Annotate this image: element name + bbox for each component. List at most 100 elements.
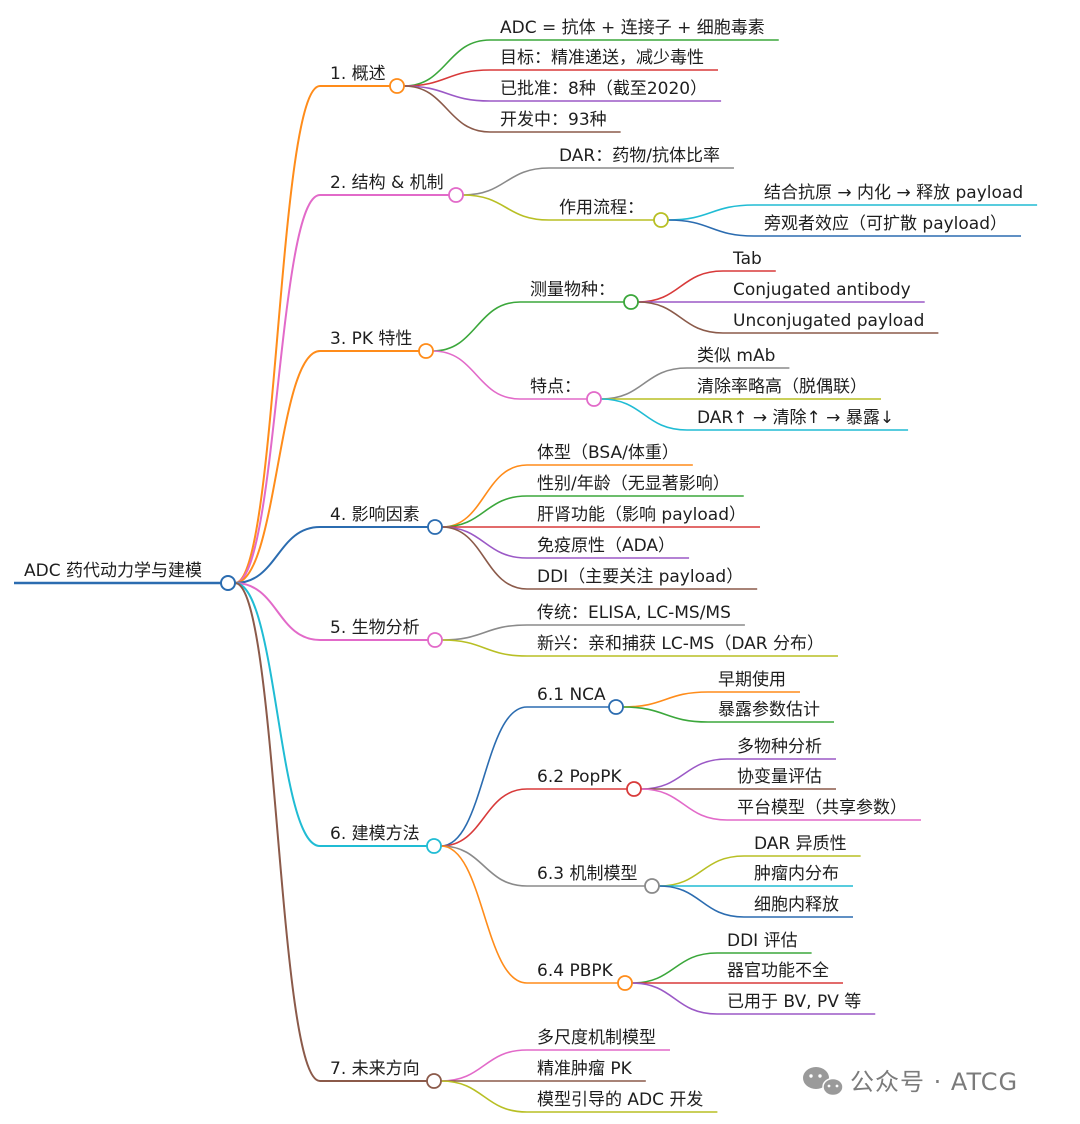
branch-link <box>432 301 521 352</box>
leaf-label: 新兴：亲和捕获 LC-MS（DAR 分布） <box>537 634 824 654</box>
collapse-toggle-icon[interactable] <box>626 781 642 797</box>
leaf-label: 平台模型（共享参数） <box>737 798 907 818</box>
wechat-icon <box>803 1067 844 1097</box>
leaf-label: 测量物种： <box>530 280 615 300</box>
leaf-label: 精准肿瘤 PK <box>537 1059 633 1079</box>
branch-link <box>441 526 528 559</box>
leaf-label: 多尺度机制模型 <box>537 1028 656 1048</box>
collapse-toggle-icon[interactable] <box>427 632 443 648</box>
branch-link <box>441 639 528 657</box>
collapse-toggle-icon[interactable] <box>220 575 236 591</box>
branch-link <box>637 301 724 334</box>
collapse-toggle-icon[interactable] <box>389 78 405 94</box>
branch-link <box>234 85 321 584</box>
branch-link <box>440 706 528 847</box>
branch-link <box>441 624 528 641</box>
branch-link <box>440 788 528 847</box>
root-label: ADC 药代动力学与建模 <box>24 561 202 581</box>
collapse-toggle-icon[interactable] <box>418 343 434 359</box>
leaf-label: DDI 评估 <box>727 931 798 951</box>
leaf-label: DAR：药物/抗体比率 <box>559 146 720 166</box>
collapse-toggle-icon[interactable] <box>644 878 660 894</box>
branch-link <box>637 270 724 303</box>
branch-link <box>631 952 718 984</box>
leaf-label: 类似 mAb <box>697 346 775 366</box>
branch-link <box>640 758 728 790</box>
branch-link <box>640 788 728 821</box>
leaf-label: Conjugated antibody <box>733 280 911 300</box>
leaf-label: Unconjugated payload <box>733 311 924 331</box>
leaf-label: ADC = 抗体 + 连接子 + 细胞毒素 <box>500 18 765 38</box>
branch-label: 2. 结构 & 机制 <box>330 173 444 193</box>
branch-link <box>234 582 321 847</box>
branch-link <box>667 219 755 237</box>
leaf-label: 协变量评估 <box>737 767 822 787</box>
branch-link <box>600 367 688 400</box>
branch-label: 6. 建模方法 <box>330 824 420 844</box>
leaf-label: 特点： <box>530 377 581 397</box>
collapse-toggle-icon[interactable] <box>617 975 633 991</box>
leaf-label: 肿瘤内分布 <box>754 864 839 884</box>
leaf-label: DAR 异质性 <box>754 834 847 854</box>
branch-link <box>667 204 755 221</box>
leaf-label: 性别/年龄（无显著影响） <box>537 474 730 494</box>
leaf-label: DAR↑ → 清除↑ → 暴露↓ <box>697 408 894 428</box>
leaf-label: 已用于 BV, PV 等 <box>727 992 861 1012</box>
collapse-toggle-icon[interactable] <box>608 699 624 715</box>
branch-link <box>403 69 491 87</box>
watermark-text: 公众号 · ATCG <box>850 1068 1018 1096</box>
branch-link <box>658 855 745 887</box>
leaf-label: 6.3 机制模型 <box>537 864 637 884</box>
leaf-label: 旁观者效应（可扩散 payload） <box>764 214 1007 234</box>
mindmap-nodes: 1. 概述 ADC = 抗体 + 连接子 + 细胞毒素目标：精准递送，减少毒性已批… <box>24 18 1023 1110</box>
branch-link <box>403 39 491 87</box>
branch-label: 5. 生物分析 <box>330 618 420 638</box>
leaf-label: DDI（主要关注 payload） <box>537 567 743 587</box>
branch-link <box>658 885 745 918</box>
branch-label: 4. 影响因素 <box>330 505 420 525</box>
leaf-label: 体型（BSA/体重） <box>537 443 679 463</box>
watermark: 公众号 · ATCG <box>803 1067 1018 1097</box>
leaf-label: 已批准：8种（截至2020） <box>500 79 707 99</box>
branch-label: 7. 未来方向 <box>330 1059 420 1079</box>
collapse-toggle-icon[interactable] <box>448 187 464 203</box>
leaf-label: 免疫原性（ADA） <box>537 536 675 556</box>
branch-label: 3. PK 特性 <box>330 329 412 349</box>
leaf-label: 器官功能不全 <box>727 961 829 981</box>
branch-link <box>441 526 528 590</box>
collapse-toggle-icon[interactable] <box>426 838 442 854</box>
mindmap-links <box>14 39 1038 1113</box>
collapse-toggle-icon[interactable] <box>653 212 669 228</box>
leaf-label: 6.2 PopPK <box>537 767 623 787</box>
leaf-label: 细胞内释放 <box>754 895 839 915</box>
branch-link <box>234 526 321 584</box>
collapse-toggle-icon[interactable] <box>586 391 602 407</box>
leaf-label: 6.4 PBPK <box>537 961 614 981</box>
branch-link <box>600 398 688 431</box>
branch-link <box>631 982 718 1015</box>
branch-link <box>234 350 321 584</box>
branch-link <box>622 706 709 723</box>
branch-link <box>462 167 550 196</box>
branch-label: 1. 概述 <box>330 64 386 84</box>
leaf-label: 结合抗原 → 内化 → 释放 payload <box>764 183 1023 203</box>
leaf-label: 肝肾功能（影响 payload） <box>537 505 746 525</box>
leaf-label: Tab <box>732 249 762 269</box>
branch-link <box>403 85 491 133</box>
leaf-label: 清除率略高（脱偶联） <box>697 377 867 397</box>
collapse-toggle-icon[interactable] <box>427 519 443 535</box>
leaf-label: 作用流程： <box>559 198 644 218</box>
branch-link <box>234 582 321 1082</box>
branch-link <box>441 495 528 528</box>
leaf-label: 开发中：93种 <box>500 110 607 130</box>
leaf-label: 目标：精准递送，减少毒性 <box>500 48 704 68</box>
leaf-label: 暴露参数估计 <box>718 700 820 720</box>
leaf-label: 早期使用 <box>718 669 786 690</box>
leaf-label: 传统：ELISA, LC-MS/MS <box>537 603 731 623</box>
branch-link <box>622 691 709 708</box>
collapse-toggle-icon[interactable] <box>623 294 639 310</box>
collapse-toggle-icon[interactable] <box>426 1073 442 1089</box>
branch-link <box>440 1080 528 1113</box>
branch-link <box>440 1049 528 1082</box>
